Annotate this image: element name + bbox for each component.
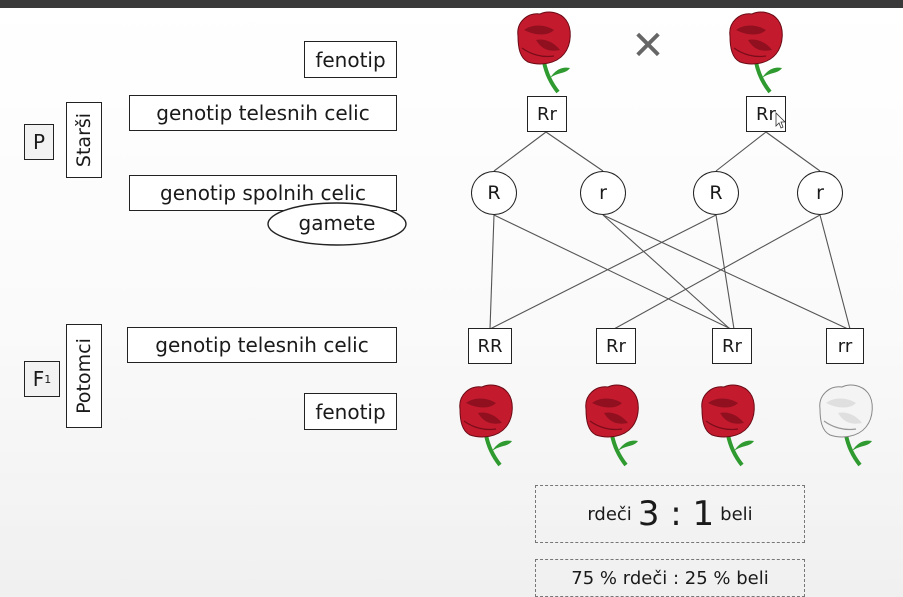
line-R1-Rr2: [493, 214, 732, 330]
offspring-genotype-4: rr: [826, 328, 864, 364]
line-parent2-gamete-r: [765, 131, 821, 172]
offspring-flower-4: [819, 384, 873, 467]
line-r1-Rr2b: [602, 214, 731, 330]
line-parent2-gamete-R: [715, 131, 767, 172]
ratio-box: rdeči 3 : 1 beli: [535, 485, 805, 543]
ratio-right-label: beli: [720, 503, 753, 525]
line-R1-RR: [489, 214, 495, 330]
label-potomci: Potomci: [66, 324, 102, 428]
gamete-1: R: [471, 171, 517, 215]
offspring-genotype-3: Rr: [712, 328, 752, 364]
video-top-bar: [0, 0, 903, 8]
ratio-value: 3 : 1: [637, 494, 715, 534]
label-genotip-telesnih-offspring: genotip telesnih celic: [127, 327, 397, 363]
cross-symbol: ✕: [631, 23, 665, 69]
percent-box: 75 % rdeči : 25 % beli: [535, 559, 805, 597]
label-genotip-telesnih-parents: genotip telesnih celic: [129, 95, 397, 131]
gamete-2: r: [580, 171, 626, 215]
offspring-flower-1: [459, 384, 513, 467]
line-parent1-gamete-r: [545, 131, 604, 172]
line-r2-rr: [819, 214, 851, 330]
parent2-flower: [729, 11, 783, 94]
offspring-genotype-2: Rr: [596, 328, 636, 364]
cursor-icon: [775, 112, 786, 129]
label-P: P: [24, 124, 54, 160]
gamete-4: r: [797, 171, 843, 215]
parent1-flower: [517, 11, 571, 94]
line-R2-Rr2: [715, 214, 735, 330]
line-parent1-gamete-R: [493, 131, 547, 172]
offspring-genotype-1: RR: [468, 328, 512, 364]
gamete-3: R: [693, 171, 739, 215]
label-genotip-spolnih: genotip spolnih celic: [129, 175, 397, 211]
offspring-flower-2: [585, 384, 639, 467]
parent2-genotype: Rr: [746, 96, 786, 132]
label-starsi: Starši: [66, 102, 102, 178]
label-fenotip-offspring: fenotip: [304, 393, 397, 430]
ratio-left-label: rdeči: [587, 503, 632, 525]
label-fenotip-parents: fenotip: [304, 41, 397, 78]
line-r2-Rr1: [613, 214, 821, 330]
gamete-ellipse: [267, 202, 407, 246]
line-R2-RR: [489, 214, 717, 330]
offspring-flower-3: [701, 384, 755, 467]
parent1-genotype: Rr: [527, 96, 567, 132]
label-gamete: gamete: [298, 211, 376, 235]
